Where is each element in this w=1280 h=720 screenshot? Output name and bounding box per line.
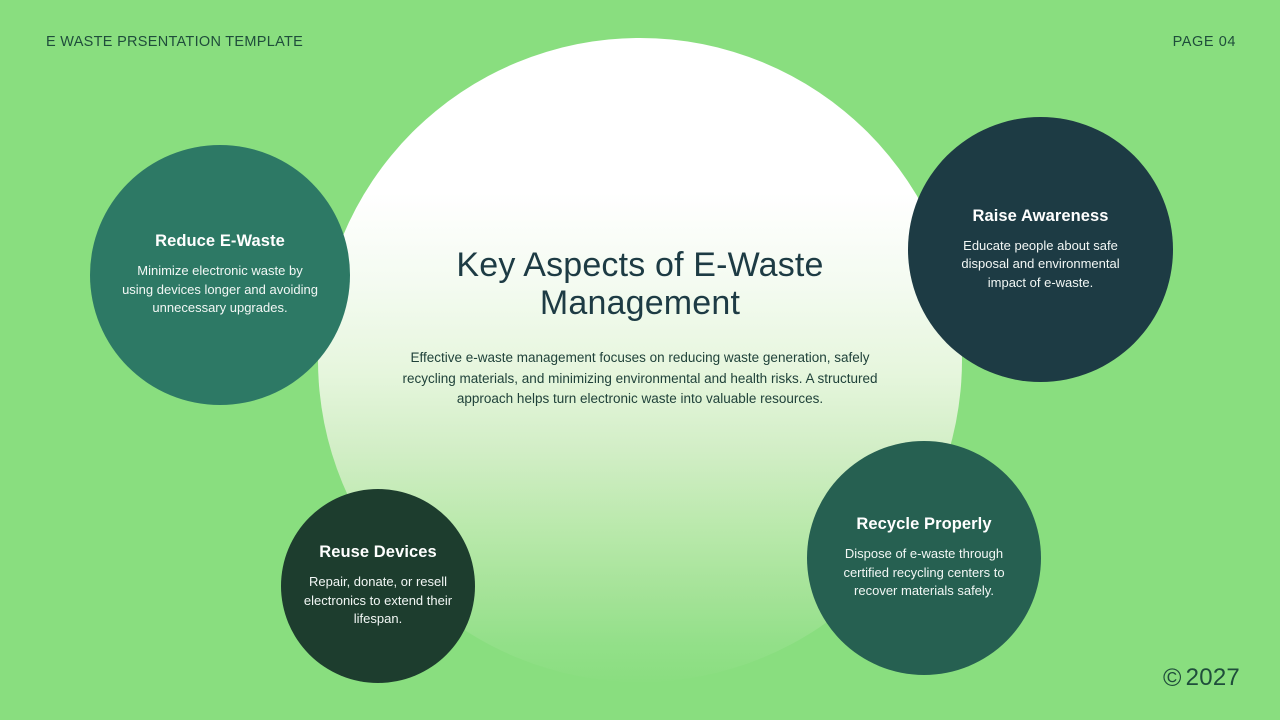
aspect-bubble-reduce[interactable]: Reduce E-Waste Minimize electronic waste… <box>90 145 350 405</box>
copyright-year: 2027 <box>1185 664 1240 691</box>
aspect-title-reuse: Reuse Devices <box>319 543 437 562</box>
slide-header-label: E WASTE PRSENTATION TEMPLATE <box>46 34 304 50</box>
aspect-description-awareness: Educate people about safe disposal and e… <box>961 237 1120 290</box>
hero-description: Effective e-waste management focuses on … <box>402 350 878 407</box>
aspect-description-recycle: Dispose of e-waste through certified rec… <box>843 546 1005 599</box>
aspect-bubble-awareness[interactable]: Raise Awareness Educate people about saf… <box>908 117 1173 382</box>
page-number-label: PAGE 04 <box>1172 34 1236 50</box>
hero-content: Key Aspects of E-Waste Management Effect… <box>318 38 962 682</box>
page-title: Key Aspects of E-Waste Management <box>456 246 824 323</box>
aspect-title-awareness: Raise Awareness <box>972 206 1109 225</box>
aspect-bubble-recycle[interactable]: Recycle Properly Dispose of e-waste thro… <box>807 441 1041 675</box>
aspect-title-reduce: Reduce E-Waste <box>155 232 285 251</box>
aspect-bubble-reuse[interactable]: Reuse Devices Repair, donate, or resell … <box>281 489 475 683</box>
aspect-description-reuse: Repair, donate, or resell electronics to… <box>303 574 453 627</box>
aspect-title-recycle: Recycle Properly <box>856 515 992 534</box>
copyright-notice: © 2027 <box>1163 664 1240 692</box>
copyright-icon: © <box>1162 663 1182 692</box>
aspect-description-reduce: Minimize electronic waste by using devic… <box>122 263 318 316</box>
